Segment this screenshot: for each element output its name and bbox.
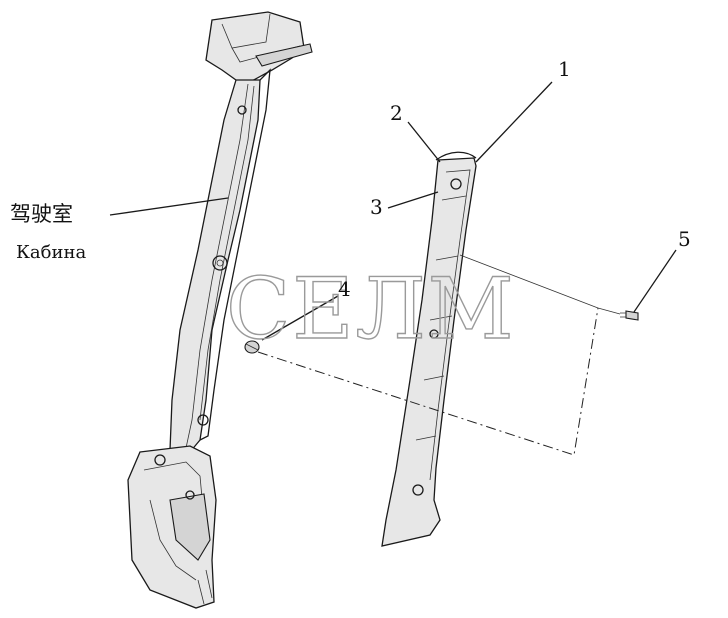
watermark-text: СЕЛМ (226, 260, 516, 358)
screw-part (620, 310, 639, 321)
cabin-pillar-part (127, 11, 313, 609)
clip-part (244, 340, 260, 354)
callout-3: 3 (370, 195, 383, 219)
callout-1: 1 (558, 57, 571, 81)
callout-4: 4 (338, 277, 351, 301)
assembly-lines (257, 254, 621, 456)
cabin-label-chinese: 驾驶室 (10, 202, 73, 226)
cabin-label-russian: Кабина (16, 242, 87, 263)
callout-2: 2 (390, 101, 403, 125)
callout-5: 5 (678, 227, 691, 251)
pillar-trim-part (381, 151, 477, 547)
leader-lines (109, 81, 677, 341)
